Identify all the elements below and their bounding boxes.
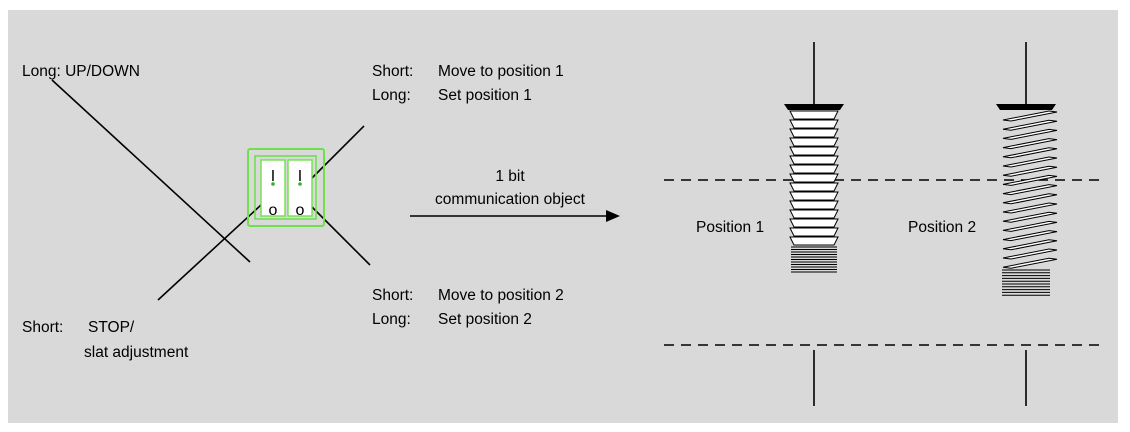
blind-1-slat xyxy=(789,200,839,210)
switch-rocker-right xyxy=(287,159,313,217)
diagram-graphics: I I o o xyxy=(51,42,1104,406)
blind-1-slats xyxy=(789,110,839,273)
arrow-head xyxy=(606,210,620,222)
blind-2-slat xyxy=(1002,248,1058,260)
blind-1-slat xyxy=(789,155,839,165)
blind-position-1 xyxy=(784,42,844,406)
blind-2-slat xyxy=(1002,174,1058,186)
blind-position-2 xyxy=(996,42,1058,406)
leader-line-position-1 xyxy=(309,125,365,181)
blind-1-slat xyxy=(789,191,839,201)
blind-1-slat xyxy=(789,110,839,120)
blind-2-slat xyxy=(1002,119,1058,131)
blind-2-slat xyxy=(1002,147,1058,159)
switch-left-top-symbol: I xyxy=(271,168,275,185)
label-long-updown: Long: UP/DOWN xyxy=(22,63,141,80)
blind-1-slat xyxy=(789,146,839,156)
blind-2-slat xyxy=(1002,156,1058,168)
blind-1-slat xyxy=(789,236,839,246)
blind-2-slat xyxy=(1002,220,1058,232)
blind-1-headrail xyxy=(784,104,844,110)
blind-1-slat xyxy=(789,137,839,147)
leader-line-position-2 xyxy=(310,205,371,266)
blind-2-slat xyxy=(1002,184,1058,196)
label-short-prefix: Short: xyxy=(22,319,64,336)
label-position-2: Position 2 xyxy=(908,219,977,236)
label-long-prefix-p2: Long: xyxy=(372,311,411,328)
blind-2-slat xyxy=(1002,257,1058,269)
blind-1-slat xyxy=(789,209,839,219)
label-short-prefix-p2: Short: xyxy=(372,287,414,304)
label-short-stop-text: STOP/ xyxy=(88,319,135,336)
blind-2-slat xyxy=(1002,110,1058,122)
leader-line-short-stop xyxy=(157,204,262,301)
blind-1-slat xyxy=(789,227,839,237)
label-slat-adjustment: slat adjustment xyxy=(84,344,189,361)
blind-1-slat xyxy=(789,182,839,192)
label-move-to-position-1: Move to position 1 xyxy=(438,63,564,80)
rocker-switch: I I o o xyxy=(247,148,325,227)
label-set-position-2: Set position 2 xyxy=(438,311,532,328)
blind-2-headrail xyxy=(996,104,1056,110)
blind-2-slat xyxy=(1002,138,1058,150)
blind-2-slat xyxy=(1002,239,1058,251)
arrow-label-communication-object: communication object xyxy=(435,191,585,208)
blind-2-slat xyxy=(1002,193,1058,205)
blind-2-slat xyxy=(1002,165,1058,177)
blind-2-slat xyxy=(1002,230,1058,242)
label-short-prefix-p1: Short: xyxy=(372,63,414,80)
blind-1-slat xyxy=(789,119,839,129)
blind-1-slat xyxy=(789,173,839,183)
switch-right-bottom-symbol: o xyxy=(296,202,305,219)
label-short-stop: Short: STOP/ xyxy=(22,318,134,338)
blind-2-slat xyxy=(1002,128,1058,140)
label-move-to-position-2: Move to position 2 xyxy=(438,287,564,304)
blind-1-slat xyxy=(789,128,839,138)
label-position-1: Position 1 xyxy=(696,219,765,236)
blind-1-slat xyxy=(789,164,839,174)
switch-left-bottom-symbol: o xyxy=(269,202,278,219)
switch-frame-outer xyxy=(247,148,325,227)
blind-2-slats xyxy=(1002,110,1058,296)
label-set-position-1: Set position 1 xyxy=(438,87,532,104)
label-short-position-1: Short: Move to position 1 xyxy=(372,62,564,82)
blind-2-slat xyxy=(1002,202,1058,214)
arrow-label-1-bit: 1 bit xyxy=(495,168,525,185)
blind-2-slat xyxy=(1002,211,1058,223)
label-long-prefix-p1: Long: xyxy=(372,87,411,104)
switch-led-left xyxy=(271,182,275,186)
switch-rocker-left xyxy=(260,159,286,217)
diagram-canvas: I I o o Long: UP/DOWN Short:STOP/ s xyxy=(8,10,1118,423)
label-long-position-1: Long: Set position 1 xyxy=(372,86,532,106)
switch-frame-inner xyxy=(254,155,317,220)
switch-right-top-symbol: I xyxy=(298,168,302,185)
switch-led-right xyxy=(298,182,302,186)
blind-1-slat xyxy=(789,218,839,228)
label-long-position-2: Long: Set position 2 xyxy=(372,310,532,330)
label-short-position-2: Short: Move to position 2 xyxy=(372,286,564,306)
leader-line-long-updown xyxy=(51,79,251,263)
